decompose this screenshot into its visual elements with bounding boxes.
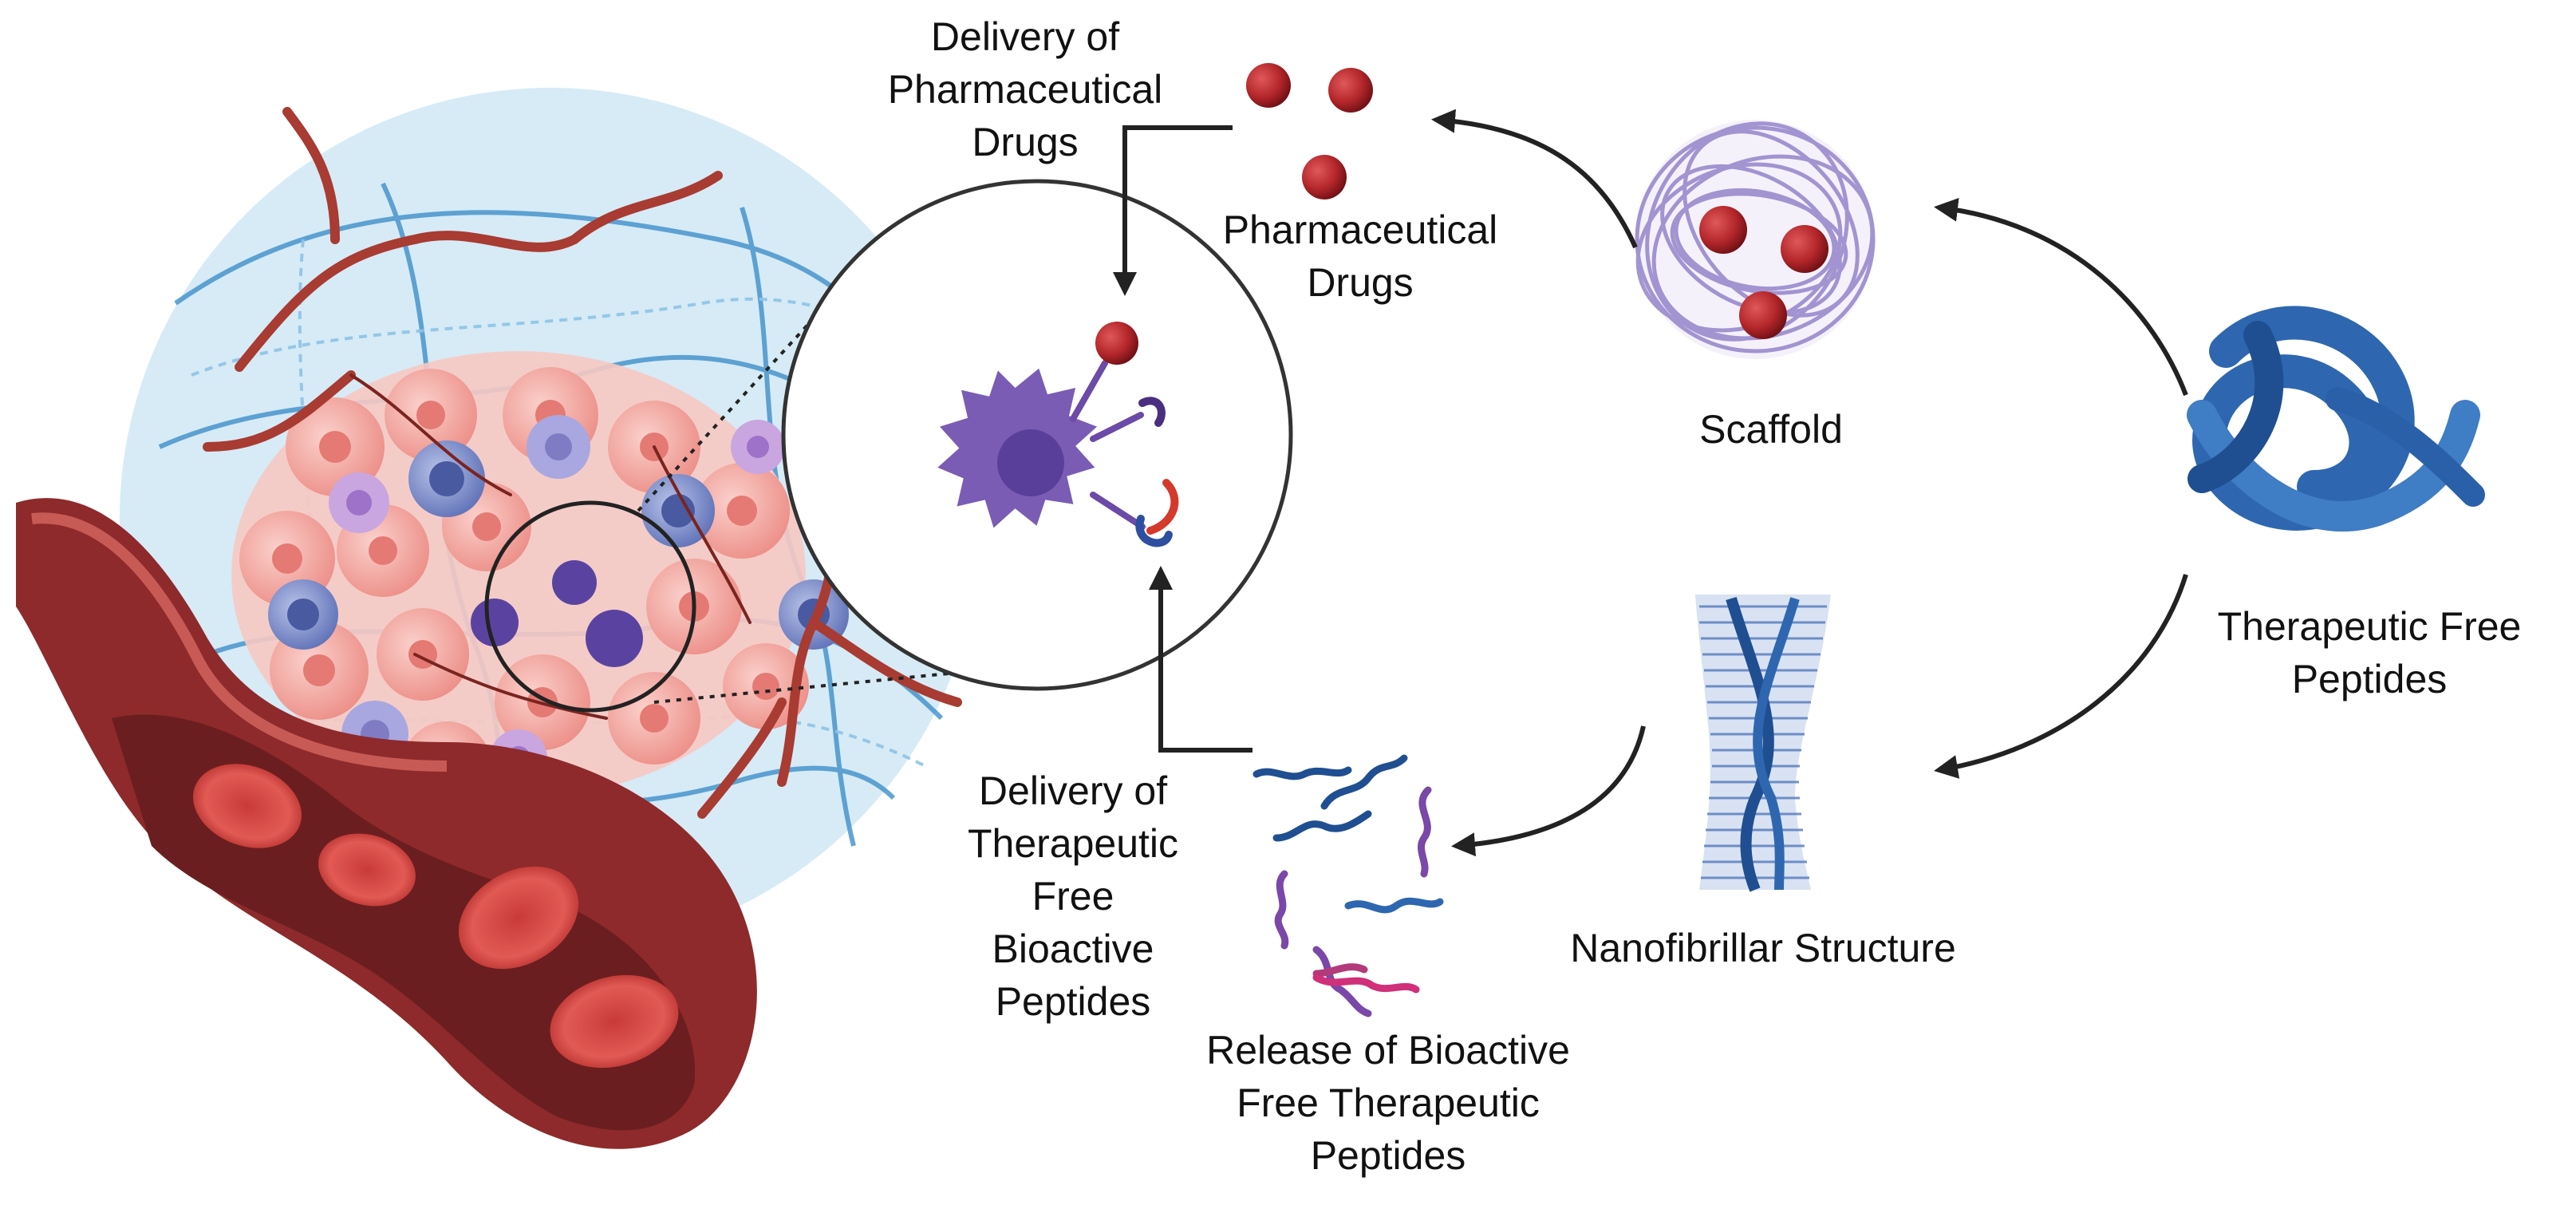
label-release-of-peptides-line1: Release of Bioactive [1206, 1028, 1570, 1073]
drug-spheres [1246, 63, 1373, 200]
zoom-detail [781, 179, 1293, 691]
label-delivery-of-peptides-line2: Therapeutic [967, 821, 1179, 866]
label-delivery-of-peptides-line4: Bioactive [992, 927, 1154, 971]
label-therapeutic-free-peptides-line2: Peptides [2291, 657, 2448, 701]
label-release-of-peptides: Release of Bioactive Free Therapeutic Pe… [1157, 1024, 1619, 1182]
scaffold-icon [1635, 120, 1876, 359]
label-delivery-of-drugs-line2: Pharmaceutical [887, 67, 1163, 112]
flow-arrows [1113, 109, 2188, 857]
label-pharmaceutical-drugs-line1: Pharmaceutical [1222, 207, 1498, 252]
label-delivery-of-peptides-line1: Delivery of [978, 768, 1168, 813]
label-delivery-of-drugs-line3: Drugs [972, 120, 1079, 164]
label-pharmaceutical-drugs: Pharmaceutical Drugs [1185, 203, 1536, 309]
label-delivery-of-peptides: Delivery of Therapeutic Free Bioactive P… [905, 765, 1241, 1028]
nanofibril-icon [1695, 595, 1831, 892]
label-delivery-of-drugs: Delivery of Pharmaceutical Drugs [858, 10, 1193, 168]
peptide-strands-icon [1252, 754, 1444, 1017]
label-release-of-peptides-line2: Free Therapeutic [1237, 1081, 1540, 1125]
label-nanofibrillar-structure: Nanofibrillar Structure [1516, 922, 2010, 974]
label-therapeutic-free-peptides-line1: Therapeutic Free [2217, 604, 2522, 649]
immune-cell-icon [937, 368, 1098, 528]
label-delivery-of-peptides-line3: Free [1032, 874, 1114, 919]
folded-peptide-icon [2187, 306, 2485, 532]
label-delivery-of-peptides-line5: Peptides [995, 979, 1151, 1024]
label-delivery-of-drugs-line1: Delivery of [930, 14, 1120, 59]
label-nanofibrillar-structure-line1: Nanofibrillar Structure [1570, 926, 1956, 970]
label-scaffold: Scaffold [1643, 403, 1899, 456]
label-pharmaceutical-drugs-line2: Drugs [1307, 260, 1414, 305]
label-release-of-peptides-line3: Peptides [1310, 1133, 1466, 1178]
label-scaffold-line1: Scaffold [1699, 407, 1843, 452]
label-therapeutic-free-peptides: Therapeutic Free Peptides [2186, 600, 2553, 705]
blood-vessel-icon [16, 498, 757, 1149]
drug-sphere-icon [1095, 322, 1138, 365]
